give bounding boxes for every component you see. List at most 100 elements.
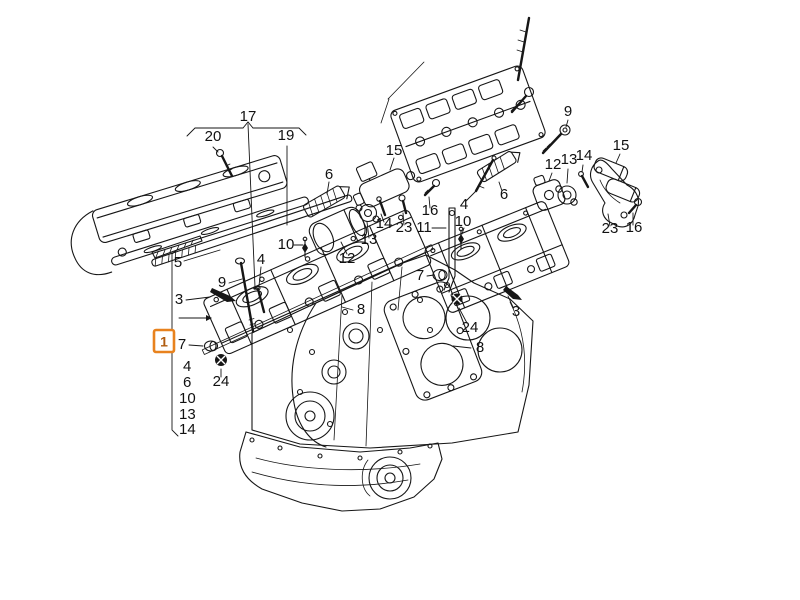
- callout-12-left[interactable]: 12: [339, 250, 356, 267]
- highlighted-callout-1[interactable]: 1: [152, 328, 176, 354]
- leader-12-right: [548, 172, 553, 182]
- leader-9-right: [565, 119, 569, 128]
- oil-pan: [239, 431, 443, 512]
- sensor-15-right-b: [605, 178, 641, 203]
- stud-9-left: [234, 257, 256, 333]
- cover-gasket: [111, 196, 309, 266]
- callout-3-left[interactable]: 3: [175, 291, 183, 308]
- callout-9-left[interactable]: 9: [218, 274, 226, 291]
- bolt-23-left: [398, 194, 408, 215]
- callout-3-right[interactable]: 3: [512, 303, 520, 320]
- leader-4-right: [465, 188, 479, 202]
- callout-19[interactable]: 19: [278, 127, 295, 144]
- callout-5-left[interactable]: 5: [174, 254, 182, 271]
- sub-item-13[interactable]: 13: [179, 406, 196, 423]
- tensioner-6-left: [302, 185, 350, 218]
- screw-14-right: [578, 171, 590, 189]
- sub-item-4[interactable]: 4: [183, 358, 191, 375]
- leader-16-left: [428, 196, 431, 209]
- callout-20[interactable]: 20: [205, 128, 222, 145]
- callout-8-right[interactable]: 8: [476, 339, 484, 356]
- leader-24-right: [458, 307, 468, 324]
- callout-13-left[interactable]: 13: [361, 231, 378, 248]
- engine-line-art: [70, 16, 643, 512]
- highlight-label[interactable]: 1: [160, 334, 168, 350]
- valve-10-left: [302, 236, 308, 258]
- callout-10-left[interactable]: 10: [278, 236, 295, 253]
- cylinder-head-right: [424, 201, 570, 313]
- highlight-box[interactable]: [152, 328, 176, 354]
- bolt-16-right: [627, 197, 643, 215]
- sub-item-14[interactable]: 14: [179, 421, 196, 438]
- callouts: 17 20 19 5 9 4 3 10 6 15 13 14 23 12 16 …: [174, 103, 643, 438]
- thermostat-13-right: [555, 185, 578, 206]
- callout-15-right[interactable]: 15: [613, 137, 630, 154]
- leader-9-left: [228, 278, 243, 284]
- callout-11-right[interactable]: 11: [416, 219, 432, 236]
- rail-11-right: [443, 207, 456, 293]
- valve-cover: [70, 155, 288, 276]
- leader-23-left: [402, 212, 405, 226]
- leader-14-left: [380, 213, 385, 223]
- callout-13-right[interactable]: 13: [561, 151, 578, 168]
- stud-14-left: [376, 196, 387, 217]
- sub-item-10[interactable]: 10: [179, 390, 196, 407]
- engine-block: [251, 254, 534, 449]
- bolt-9-right: [541, 124, 571, 155]
- head-gasket-right: [383, 281, 483, 401]
- callout-14-left[interactable]: 14: [376, 215, 393, 232]
- leader-17: [247, 123, 256, 288]
- callout-16-right[interactable]: 16: [626, 219, 643, 236]
- tensioner-6-right: [476, 151, 521, 183]
- leader-8-left: [341, 306, 354, 311]
- nut-24-left: [215, 354, 227, 366]
- callout-8-left[interactable]: 8: [357, 301, 365, 318]
- screw-3-left: [210, 288, 236, 302]
- leader-8-right: [452, 345, 472, 349]
- leader-13-left: [366, 221, 370, 239]
- callout-10-right[interactable]: 10: [455, 213, 472, 230]
- callout-16-left[interactable]: 16: [422, 202, 439, 219]
- callout-6-right[interactable]: 6: [500, 186, 508, 203]
- callout-7-left[interactable]: 7: [178, 336, 186, 353]
- cap-7-right: [432, 268, 448, 282]
- bolt-20: [215, 148, 234, 178]
- sensor-15-right-a: [593, 157, 629, 182]
- bracket-23-right: [589, 159, 639, 228]
- flange-13-left: [355, 203, 380, 223]
- callout-15-left[interactable]: 15: [386, 142, 403, 159]
- callout-4-right[interactable]: 4: [460, 196, 468, 213]
- leader-20: [212, 146, 219, 153]
- leader-23-right: [607, 213, 611, 227]
- cap-7-left: [203, 340, 219, 352]
- callout-14-right[interactable]: 14: [576, 147, 593, 164]
- callout-24-right[interactable]: 24: [462, 319, 479, 336]
- callout-7-right[interactable]: 7: [416, 267, 424, 284]
- leader-3-right: [507, 295, 514, 308]
- leader-4-left: [258, 266, 262, 287]
- callout-23-left[interactable]: 23: [396, 219, 413, 236]
- leader-15-left: [389, 157, 395, 171]
- stud-top: [516, 16, 531, 82]
- screw-3-right: [503, 286, 522, 300]
- leader-3-left: [185, 296, 211, 301]
- camshaft-carrier-top: [390, 65, 546, 183]
- leader-13-right: [566, 168, 569, 184]
- sub-item-6[interactable]: 6: [183, 374, 191, 391]
- callout-17[interactable]: 17: [240, 108, 257, 125]
- gasket-end: [151, 235, 203, 259]
- callout-9-right[interactable]: 9: [564, 103, 572, 120]
- nut-24-right: [451, 293, 463, 305]
- callout-4-left[interactable]: 4: [257, 251, 265, 268]
- callout-6-left[interactable]: 6: [325, 166, 333, 183]
- edge-lines: [380, 61, 425, 124]
- callout-12-right[interactable]: 12: [545, 156, 562, 173]
- callout-23-right[interactable]: 23: [602, 220, 619, 237]
- leader-12-left: [340, 241, 348, 255]
- bracket-17: [186, 121, 307, 137]
- leader-6-right: [498, 181, 503, 192]
- callout-24-left[interactable]: 24: [213, 373, 230, 390]
- leader-7-left: [188, 344, 204, 347]
